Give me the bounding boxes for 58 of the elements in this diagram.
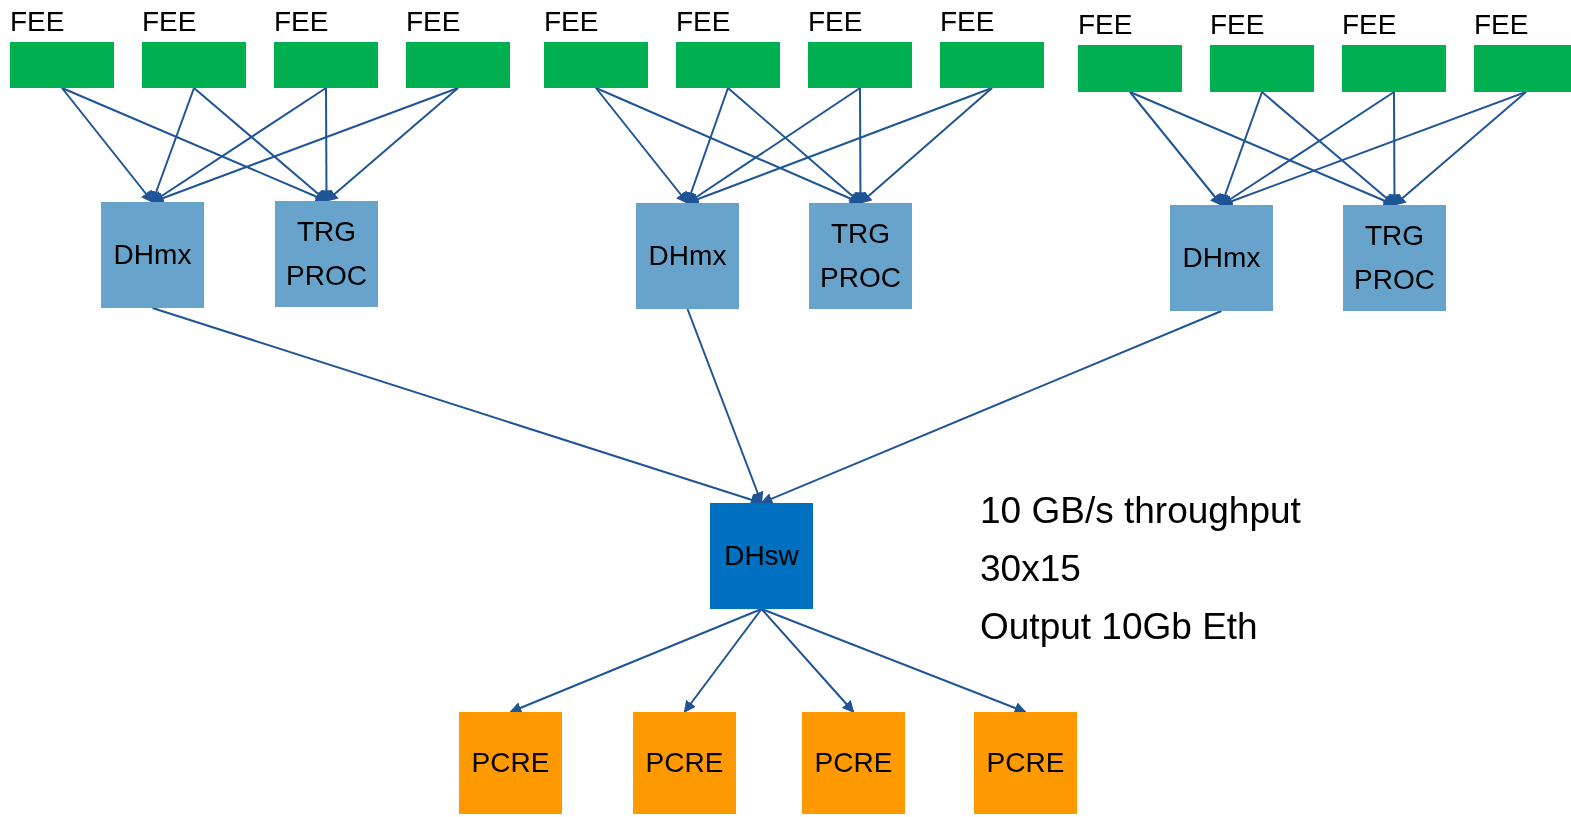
box-label: TRG PROC — [285, 215, 368, 293]
processor-box — [1170, 205, 1273, 311]
module-label: FEE — [142, 6, 197, 38]
module-label: FEE — [544, 6, 599, 38]
processor-box — [809, 203, 912, 309]
arrow — [325, 87, 459, 202]
box-label: TRG PROC — [1353, 219, 1436, 297]
switch-box — [710, 503, 813, 609]
arrow — [320, 87, 333, 203]
box-label: DHsw — [724, 539, 799, 573]
computer-box — [802, 712, 905, 814]
module-label: FEE — [406, 6, 461, 38]
module-label: FEE — [274, 6, 329, 38]
processor-box — [101, 202, 204, 308]
module-label: FEE — [1474, 9, 1529, 41]
arrow — [1388, 91, 1401, 207]
box-label: DHmx — [648, 239, 727, 273]
note-text: Output 10Gb Eth — [980, 605, 1259, 649]
arrow — [61, 87, 154, 203]
arrow — [683, 608, 763, 713]
computer-box — [974, 712, 1077, 814]
processor-box — [275, 201, 378, 307]
arrow — [760, 608, 855, 713]
arrow — [193, 87, 328, 202]
note-text: 10 GB/s throughput — [980, 489, 1301, 533]
module-label: FEE — [10, 6, 65, 38]
arrow — [685, 87, 729, 205]
module-label: FEE — [676, 6, 731, 38]
box-label: PCRE — [814, 746, 893, 780]
processor-box — [1343, 205, 1446, 311]
arrow — [1393, 91, 1527, 206]
processor-box — [636, 203, 739, 309]
box-label: PCRE — [645, 746, 724, 780]
arrow — [1219, 91, 1263, 207]
arrow — [727, 87, 862, 204]
box-label: PCRE — [471, 746, 550, 780]
box-label: TRG PROC — [819, 217, 902, 295]
box-label: PCRE — [986, 746, 1065, 780]
note-text: 30x15 — [980, 547, 1082, 591]
module-label: FEE — [1210, 9, 1265, 41]
module-label: FEE — [1342, 9, 1397, 41]
arrow — [760, 310, 1223, 505]
arrow — [1261, 91, 1396, 206]
box-label: DHmx — [113, 238, 192, 272]
module-label: FEE — [808, 6, 863, 38]
arrow — [1129, 91, 1223, 206]
computer-box — [459, 712, 562, 814]
module-label: FEE — [1078, 9, 1133, 41]
box-label: DHmx — [1182, 241, 1261, 275]
arrow — [509, 608, 763, 714]
module-label: FEE — [940, 6, 995, 38]
arrow — [854, 87, 867, 205]
arrow — [151, 307, 763, 506]
computer-box — [633, 712, 736, 814]
arrow — [859, 87, 993, 204]
arrow — [150, 87, 195, 204]
arrow — [686, 308, 764, 505]
arrow — [595, 87, 689, 204]
